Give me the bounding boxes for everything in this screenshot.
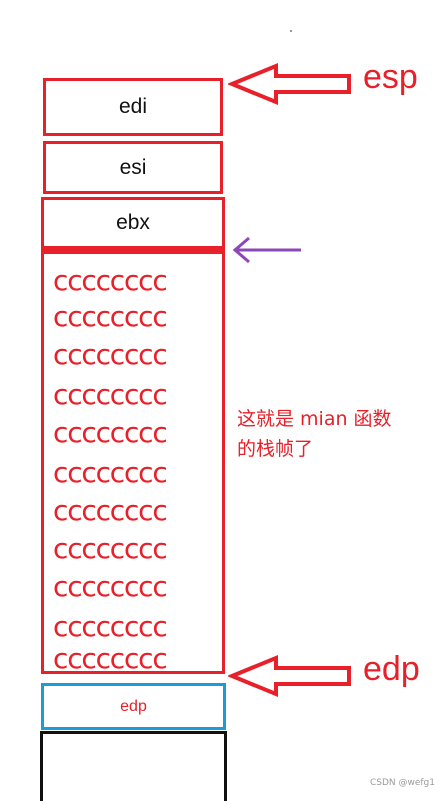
fill-row: cccccccc — [53, 532, 168, 565]
fill-row: cccccccc — [53, 642, 168, 675]
slot-label-ebx: ebx — [116, 211, 150, 234]
fill-row: cccccccc — [53, 338, 168, 371]
stack-slot-ebx: ebx — [41, 197, 225, 251]
purple-arrow-icon — [232, 236, 301, 264]
edp-arrow-icon — [228, 655, 351, 697]
stack-slot-empty — [40, 731, 227, 801]
fill-row: cccccccc — [53, 300, 168, 333]
stack-slot-esi: esi — [43, 141, 223, 194]
fill-row: cccccccc — [53, 416, 168, 449]
stray-dot — [290, 30, 292, 32]
esp-arrow-icon — [228, 63, 351, 105]
note-line-2: 的栈帧了 — [237, 438, 314, 460]
slot-label-edi: edi — [118, 95, 148, 118]
note-line-1: 这就是 mian 函数 — [237, 408, 392, 430]
watermark: CSDN @wefg1 — [369, 778, 435, 788]
stack-slot-edi: edi — [43, 78, 223, 136]
slot-label-esi: esi — [119, 155, 147, 179]
fill-row: cccccccc — [53, 378, 168, 411]
fill-row: cccccccc — [53, 610, 168, 643]
esp-label: esp — [363, 58, 418, 96]
edp-label: edp — [363, 650, 420, 688]
stack-frame-note: 这就是 mian 函数 的栈帧了 — [237, 404, 392, 464]
fill-row: cccccccc — [53, 264, 168, 297]
slot-label-edp: edp — [120, 697, 147, 715]
fill-row: cccccccc — [53, 456, 168, 489]
fill-row: cccccccc — [53, 494, 168, 527]
stack-frame-box — [41, 251, 225, 674]
fill-row: cccccccc — [53, 570, 168, 603]
stack-slot-edp: edp — [41, 683, 226, 730]
